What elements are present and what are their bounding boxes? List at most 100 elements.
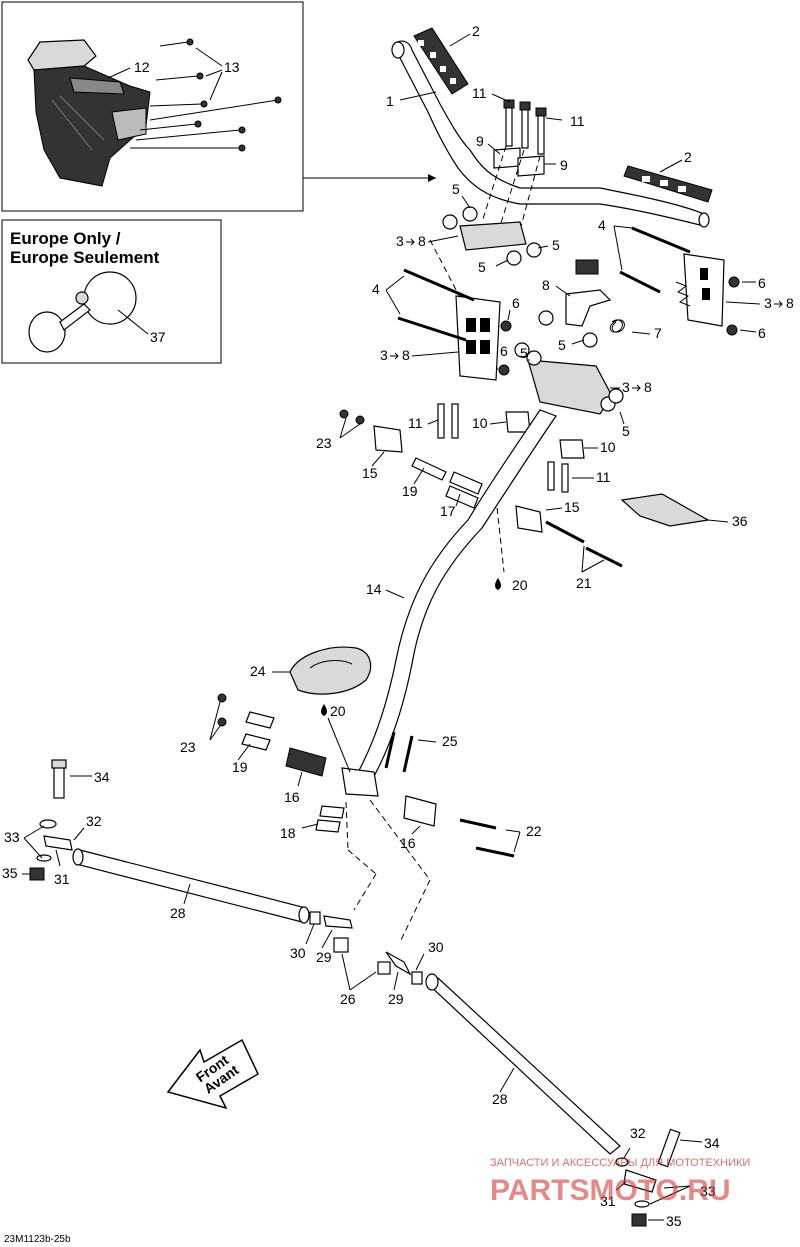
callout-17: 17: [440, 503, 456, 519]
callout-14: 14: [366, 581, 382, 597]
ref-3-b: 3: [380, 347, 388, 363]
callout-5-c: 5: [478, 259, 486, 275]
callout-5-b: 5: [552, 237, 560, 253]
callout-6-d: 6: [758, 325, 766, 341]
cluster-inset: 12 13: [1, 1, 304, 212]
ref-8-c: 8: [786, 295, 794, 311]
bolts-11-top: [503, 99, 547, 155]
ref-8-a: 8: [418, 233, 426, 249]
callout-37: 37: [150, 329, 166, 345]
callout-11-d: 11: [596, 469, 611, 485]
cover-24: [289, 646, 372, 695]
callout-16-b: 16: [400, 835, 416, 851]
watermark-logo: PARTSMOTO.RU: [490, 1174, 731, 1207]
ref-8-b: 8: [402, 347, 410, 363]
drawing-code: 23M1123b-25b: [4, 1234, 71, 1245]
callout-32-b: 32: [630, 1125, 646, 1141]
callout-11-a: 11: [472, 85, 487, 101]
callout-18: 18: [280, 825, 296, 841]
right-plate: [619, 226, 740, 336]
watermark: ЗАПЧАСТИ И АКСЕССУАРЫ ДЛЯ МОТОТЕХНИКИ PA…: [490, 1157, 750, 1207]
clamp-10-right: [547, 439, 585, 493]
callout-28-b: 28: [492, 1091, 508, 1107]
callout-13: 13: [224, 59, 240, 75]
callout-12: 12: [134, 59, 150, 75]
callout-28-a: 28: [170, 905, 186, 921]
callout-34-b: 34: [704, 1135, 720, 1151]
riser-upper: [442, 206, 542, 266]
pivot-lower: [217, 693, 515, 858]
callout-31-b: 31: [600, 1193, 616, 1209]
callout-5-d: 5: [558, 337, 566, 353]
callout-24: 24: [250, 663, 266, 679]
callout-23-a: 23: [316, 435, 332, 451]
callout-29-a: 29: [316, 949, 332, 965]
callout-6-c: 6: [758, 275, 766, 291]
callout-10-a: 10: [472, 415, 488, 431]
pivot-upper-right: [515, 505, 623, 568]
grip-right-2: [623, 165, 713, 203]
bracket-8: [565, 259, 612, 327]
callout-15-a: 15: [362, 465, 378, 481]
pivot-upper-left: [339, 409, 483, 509]
instrument-cluster-part: [27, 39, 151, 187]
callout-29-b: 29: [388, 991, 404, 1007]
callout-1: 1: [386, 93, 394, 109]
callout-9-b: 9: [560, 157, 568, 173]
callout-4-a: 4: [372, 281, 380, 297]
callout-31-a: 31: [54, 871, 70, 887]
mirror-part-37: [28, 271, 137, 353]
grip-left-2: [413, 27, 469, 95]
spring-7: [609, 319, 625, 333]
ref-3-a: 3: [396, 233, 404, 249]
callout-26: 26: [340, 991, 356, 1007]
watermark-tagline: ЗАПЧАСТИ И АКСЕССУАРЫ ДЛЯ МОТОТЕХНИКИ: [490, 1157, 750, 1169]
front-arrow: Front Avant: [166, 1038, 259, 1110]
callout-34-a: 34: [94, 769, 110, 785]
tie-rod-right-28: [425, 973, 621, 1155]
callout-7: 7: [654, 325, 662, 341]
callout-25: 25: [442, 733, 458, 749]
handlebar-1: [391, 40, 710, 228]
callout-4-b: 4: [598, 217, 606, 233]
europe-title-line1: Europe Only /: [10, 229, 121, 248]
callout-23-b: 23: [180, 739, 196, 755]
callout-5-e: 5: [520, 345, 528, 361]
tie-rod-end-right: [615, 1128, 681, 1227]
callout-6-b: 6: [500, 343, 508, 359]
callout-11-c: 11: [408, 415, 423, 431]
tie-rod-joints-middle: [309, 911, 423, 985]
callout-15-b: 15: [564, 499, 580, 515]
callout-2-right: 2: [684, 149, 692, 165]
steering-column-14: [355, 409, 557, 781]
callout-22: 22: [526, 823, 542, 839]
callout-5-a: 5: [452, 181, 460, 197]
europe-inset: Europe Only / Europe Seulement 37: [1, 219, 222, 364]
callout-19-a: 19: [402, 483, 418, 499]
callout-35-b: 35: [666, 1213, 682, 1229]
europe-title-line2: Europe Seulement: [10, 248, 160, 267]
callout-33-b: 33: [700, 1183, 716, 1199]
screws-13: [130, 38, 282, 152]
callout-33-a: 33: [4, 829, 20, 845]
callout-30-a: 30: [290, 945, 306, 961]
tie-rod-end-left: [29, 759, 73, 881]
left-plate: [397, 268, 512, 381]
callout-20-a: 20: [512, 577, 528, 593]
callout-11-b: 11: [570, 113, 585, 129]
callout-9-a: 9: [476, 133, 484, 149]
callout-5-f: 5: [622, 423, 630, 439]
ref-3-d: 3: [622, 379, 630, 395]
plate-36: [620, 493, 710, 527]
callout-36: 36: [732, 513, 748, 529]
tie-rod-left-28: [72, 848, 310, 924]
callout-21: 21: [576, 575, 592, 591]
callout-30-b: 30: [428, 939, 444, 955]
callout-6-a: 6: [512, 295, 520, 311]
callout-8: 8: [542, 277, 550, 293]
callout-2-left: 2: [472, 23, 480, 39]
riser-lower: [514, 310, 624, 415]
callout-10-b: 10: [600, 439, 616, 455]
callout-20-b: 20: [330, 703, 346, 719]
